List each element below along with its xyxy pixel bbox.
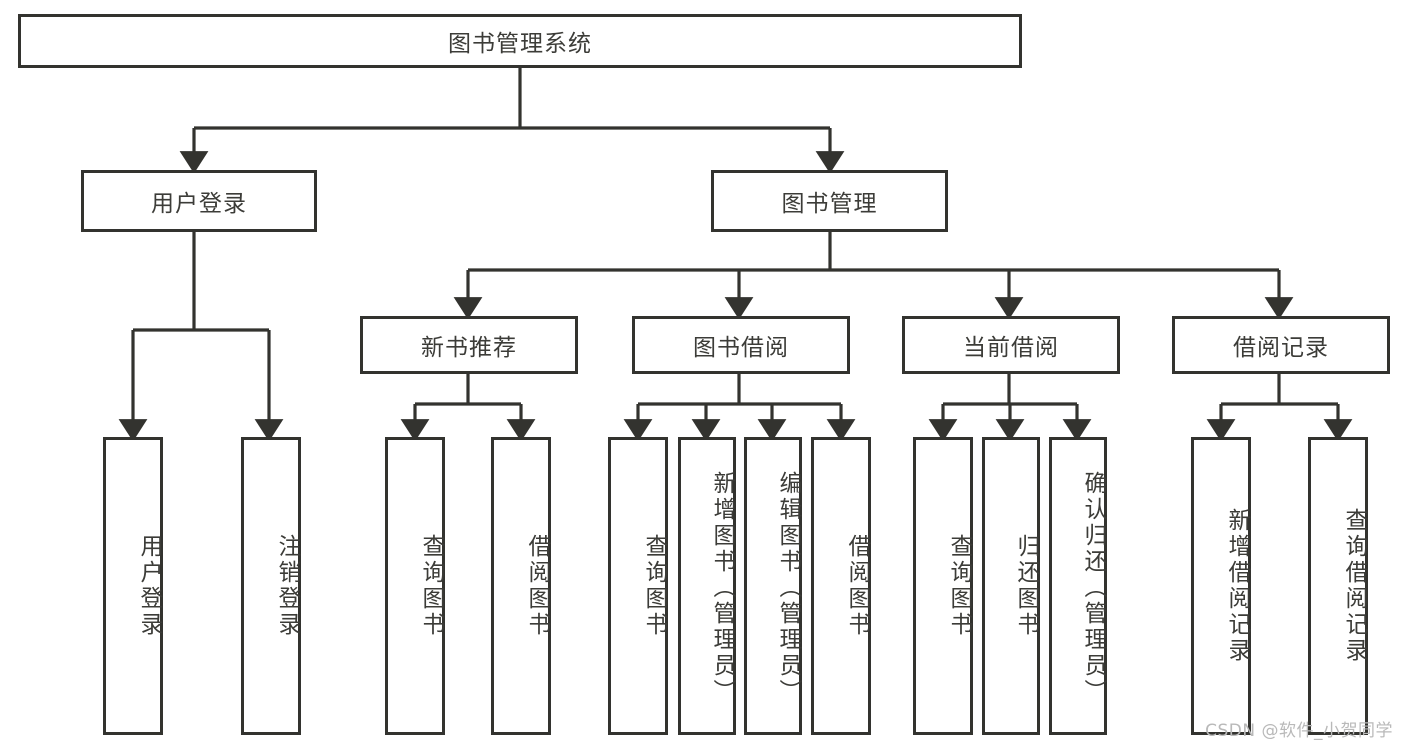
node-leaf-logout-login-label: 注销登录	[274, 534, 300, 638]
node-leaf-add-record-label: 新增借阅记录	[1224, 508, 1250, 664]
node-leaf-return-book[interactable]: 归还图书	[982, 437, 1040, 735]
node-leaf-query-book-1[interactable]: 查询图书	[385, 437, 445, 735]
node-leaf-confirm-return-label: 确认归还（管理员）	[1080, 471, 1106, 705]
node-new-book-recommend[interactable]: 新书推荐	[360, 316, 578, 374]
node-leaf-query-book-3-label: 查询图书	[946, 534, 972, 638]
node-leaf-query-book-2-label: 查询图书	[641, 534, 667, 638]
node-leaf-user-login-label: 用户登录	[136, 534, 162, 638]
node-leaf-borrow-book-1[interactable]: 借阅图书	[491, 437, 551, 735]
node-root[interactable]: 图书管理系统	[18, 14, 1022, 68]
node-book-borrow-label: 图书借阅	[693, 335, 789, 361]
node-leaf-add-book-label: 新增图书（管理员）	[709, 471, 735, 705]
node-current-borrow-label: 当前借阅	[963, 335, 1059, 361]
node-leaf-logout-login[interactable]: 注销登录	[241, 437, 301, 735]
node-leaf-borrow-book-2-label: 借阅图书	[844, 534, 870, 638]
node-book-borrow[interactable]: 图书借阅	[632, 316, 850, 374]
node-user-login[interactable]: 用户登录	[81, 170, 317, 232]
node-root-label: 图书管理系统	[448, 31, 592, 57]
node-leaf-edit-book[interactable]: 编辑图书（管理员）	[744, 437, 802, 735]
node-leaf-borrow-book-1-label: 借阅图书	[524, 534, 550, 638]
node-leaf-confirm-return[interactable]: 确认归还（管理员）	[1049, 437, 1107, 735]
node-leaf-borrow-book-2[interactable]: 借阅图书	[811, 437, 871, 735]
node-book-manage[interactable]: 图书管理	[711, 170, 948, 232]
node-leaf-query-book-3[interactable]: 查询图书	[913, 437, 973, 735]
node-leaf-query-record[interactable]: 查询借阅记录	[1308, 437, 1368, 735]
node-borrow-record-label: 借阅记录	[1233, 335, 1329, 361]
node-leaf-edit-book-label: 编辑图书（管理员）	[775, 471, 801, 705]
watermark-text: CSDN @软件_小贺同学	[1205, 721, 1393, 741]
node-current-borrow[interactable]: 当前借阅	[902, 316, 1120, 374]
node-leaf-return-book-label: 归还图书	[1013, 534, 1039, 638]
node-leaf-add-book[interactable]: 新增图书（管理员）	[678, 437, 736, 735]
node-leaf-add-record[interactable]: 新增借阅记录	[1191, 437, 1251, 735]
node-new-book-recommend-label: 新书推荐	[421, 335, 517, 361]
node-user-login-label: 用户登录	[151, 191, 247, 217]
node-leaf-user-login[interactable]: 用户登录	[103, 437, 163, 735]
node-book-manage-label: 图书管理	[781, 191, 878, 217]
node-leaf-query-book-2[interactable]: 查询图书	[608, 437, 668, 735]
node-borrow-record[interactable]: 借阅记录	[1172, 316, 1390, 374]
node-leaf-query-book-1-label: 查询图书	[418, 534, 444, 638]
node-leaf-query-record-label: 查询借阅记录	[1341, 508, 1367, 664]
